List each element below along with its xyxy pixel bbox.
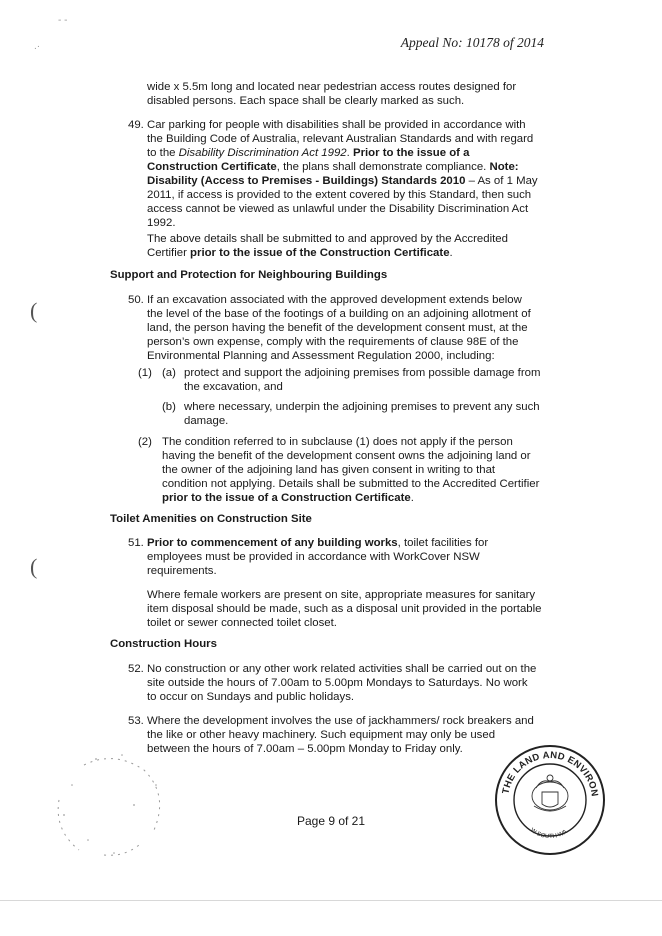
c51-para2-line: Where female workers are present on site… (147, 589, 536, 601)
c49-line: access cannot be viewed as unlawful unde… (147, 203, 529, 215)
section-heading: Support and Protection for Neighbouring … (110, 269, 388, 281)
c50-1a-line: protect and support the adjoining premis… (184, 367, 541, 379)
subclause-number: (2) (138, 436, 152, 448)
bold-text: prior to the issue of the Construction C… (190, 247, 450, 259)
note-label: Note: (489, 161, 519, 173)
text: , the plans shall demonstrate compliance… (276, 161, 490, 173)
c51-line: Prior to commencement of any building wo… (147, 536, 488, 550)
c51-para2-line: item disposal should be made, such as a … (147, 603, 542, 615)
text: . (410, 492, 414, 504)
text: . (346, 147, 353, 159)
paragraph-letter: (b) (162, 401, 176, 413)
c52-line: No construction or any other work relate… (147, 663, 537, 675)
c49-line: Disability (Access to Premises - Buildin… (147, 174, 538, 188)
c50-2-line: condition not applying. Details shall be… (162, 478, 540, 490)
c49-line: the Building Code of Australia, relevant… (147, 133, 534, 145)
c53-line: Where the development involves the use o… (147, 715, 534, 727)
bold-text: prior to the issue of a Construction Cer… (162, 492, 411, 504)
scan-speck: - - (58, 15, 68, 26)
c49-para2-line: Certifier prior to the issue of the Cons… (147, 246, 453, 260)
c49-line: 1992. (147, 217, 176, 229)
bold-text: Prior to the issue of a (352, 147, 470, 159)
text: – As of 1 May (465, 175, 538, 187)
appeal-number: Appeal No: 10178 of 2014 (400, 35, 544, 50)
c50-line: land, the person having the benefit of t… (147, 322, 528, 334)
c50-1b-line: where necessary, underpin the adjoining … (184, 401, 540, 413)
page-number: Page 9 of 21 (296, 814, 366, 828)
text: to the (147, 147, 179, 159)
c50-line: the level of the base of the footings of… (147, 308, 531, 320)
faded-stamp-mark (57, 754, 161, 856)
c52-line: site outside the hours of 7.00am to 5.00… (147, 677, 528, 689)
intro-line: disabled persons. Each space shall be cl… (147, 95, 465, 107)
section-heading: Construction Hours (110, 638, 217, 650)
c50-2-line: prior to the issue of a Construction Cer… (162, 491, 414, 505)
c49-line: to the Disability Discrimination Act 199… (147, 146, 469, 160)
scan-speck: .· (34, 41, 41, 52)
text: Certifier (147, 247, 191, 259)
c50-1a-line: the excavation, and (184, 381, 283, 393)
c51-line: employees must be provided in accordance… (147, 551, 480, 563)
text: . (449, 247, 453, 259)
c52-line: to occur on Sundays and public holidays. (147, 691, 355, 703)
condition-number: 51. (128, 537, 144, 549)
condition-number: 49. (128, 119, 144, 131)
condition-number: 52. (128, 663, 144, 675)
margin-mark: ( (30, 298, 38, 323)
bold-text: Construction Certificate (147, 161, 277, 173)
bold-text: Disability (Access to Premises - Buildin… (147, 175, 466, 187)
section-heading: Toilet Amenities on Construction Site (110, 513, 312, 525)
c51-line: requirements. (147, 565, 217, 577)
intro-line: wide x 5.5m long and located near pedest… (147, 81, 517, 93)
c53-line: between the hours of 7.00am – 5.00pm Mon… (147, 743, 463, 755)
c49-line: 2011, if access is provided to the exten… (147, 189, 532, 201)
c49-line: Car parking for people with disabilities… (147, 119, 526, 131)
c51-para2-line: toilet or sewer connected toilet closet. (147, 617, 337, 629)
c50-line: person’s own expense, comply with the re… (147, 336, 519, 348)
text: , toilet facilities for (397, 537, 489, 549)
c53-line: the like or other heavy machinery. Such … (147, 729, 496, 741)
condition-number: 53. (128, 715, 144, 727)
court-seal: THE SEAL OF THE LAND AND ENVIRONMENT COU… (494, 744, 605, 855)
coat-of-arms-icon (531, 774, 569, 812)
c50-2-line: having the benefit of the development co… (162, 450, 531, 462)
bold-text: Prior to commencement of any building wo… (147, 537, 398, 549)
margin-mark: ( (30, 554, 38, 579)
scan-edge-line (0, 900, 662, 901)
subclause-number: (1) (138, 367, 152, 379)
c50-1b-line: damage. (184, 415, 229, 427)
condition-number: 50. (128, 294, 144, 306)
c50-2-line: The condition referred to in subclause (… (162, 436, 513, 448)
c50-line: Environmental Planning and Assessment Re… (147, 350, 495, 362)
c49-para2-line: The above details shall be submitted to … (147, 233, 508, 245)
paragraph-letter: (a) (162, 367, 176, 379)
c50-line: If an excavation associated with the app… (147, 294, 522, 306)
act-name: Disability Discrimination Act 1992 (178, 147, 347, 159)
c49-line: Construction Certificate, the plans shal… (147, 160, 519, 174)
c50-2-line: the owner of the adjoining land has give… (162, 464, 496, 476)
